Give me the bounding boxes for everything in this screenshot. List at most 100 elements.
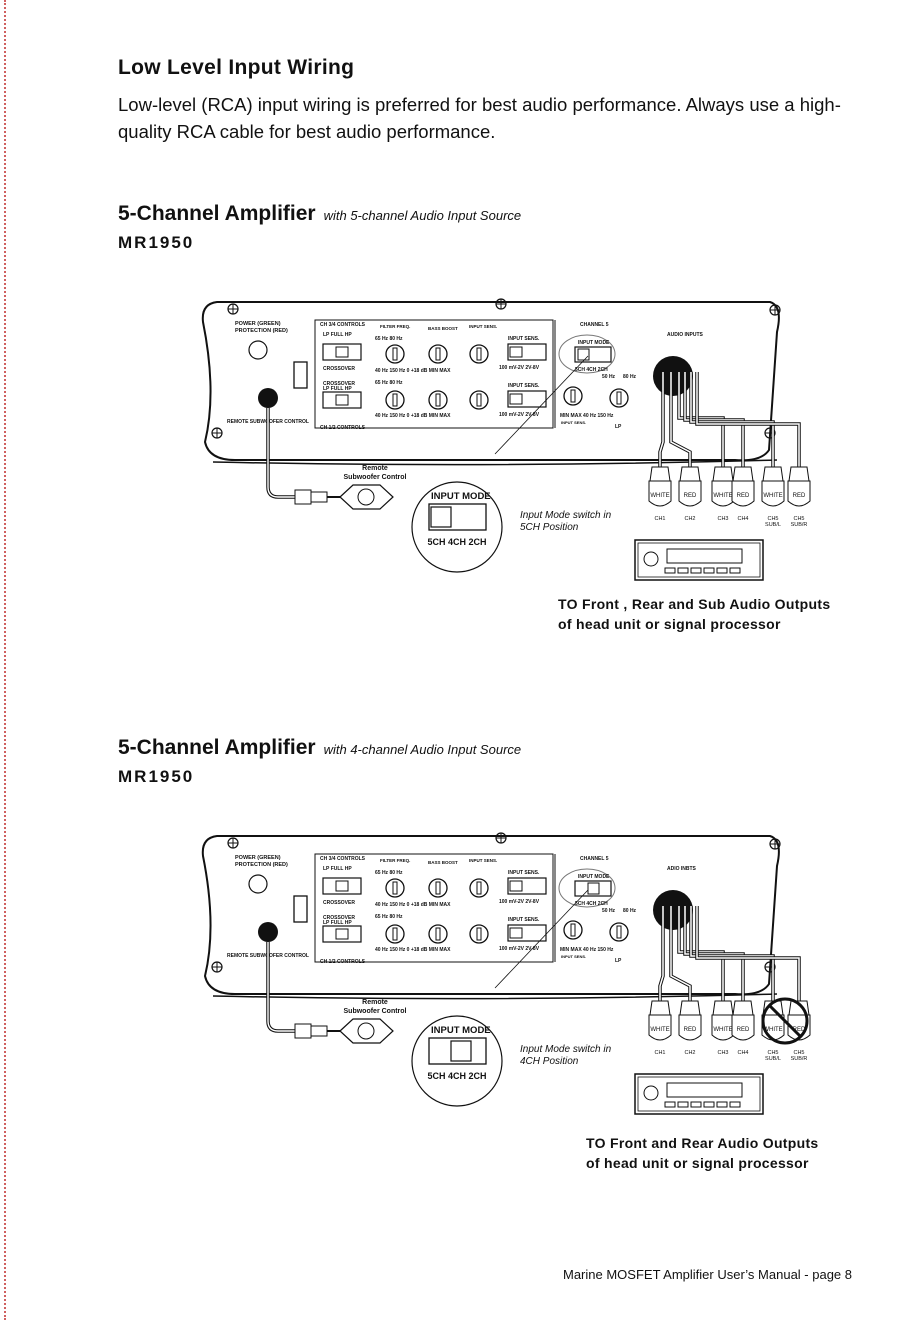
- page-footer: Marine MOSFET Amplifier User’s Manual - …: [563, 1267, 852, 1282]
- remote-knob: [357, 1022, 375, 1040]
- switch-note: 4CH Position: [520, 1056, 579, 1067]
- page-heading: Low Level Input Wiring: [118, 56, 355, 79]
- rca-plug-label: RED: [737, 1027, 750, 1033]
- fuse-slot: [293, 895, 308, 923]
- rca-plug-label: WHITE: [650, 493, 669, 499]
- crossover-label: CROSSOVER: [323, 366, 355, 372]
- knob-slot: [570, 923, 576, 937]
- crossover-label: CROSSOVER: [323, 915, 355, 921]
- rca-collar: [732, 466, 754, 482]
- head-unit-button: [677, 1101, 689, 1108]
- knob: [385, 344, 405, 364]
- fuse-slot: [293, 361, 308, 389]
- ch34-controls-label: CH 3/4 CONTROLS: [320, 856, 366, 862]
- crossover-positions: LP FULL HP: [323, 386, 352, 392]
- knob: [469, 878, 489, 898]
- rca-plug-label: WHITE: [713, 493, 732, 499]
- freq-label: 50 Hz: [602, 374, 616, 380]
- ch5-range-labels: MIN MAX 40 Hz 150 Hz: [560, 413, 614, 419]
- rca-cable-core: [659, 372, 664, 467]
- zoom-switch-knob: [450, 1040, 472, 1062]
- filter-freq-label: FILTER FREQ.: [380, 858, 410, 863]
- wiring-diagram-1: POWER (GREEN)PROTECTION (RED)REMOTE SUBW…: [201, 298, 811, 581]
- lp-label: LP: [615, 424, 622, 430]
- knob: [469, 344, 489, 364]
- head-unit-button: [716, 1101, 728, 1108]
- freq-range-labels: 65 Hz 80 Hz: [375, 914, 403, 920]
- knob-slot: [616, 925, 622, 939]
- knob-slot: [476, 393, 482, 407]
- section-1-model: MR1950: [118, 233, 195, 252]
- rca-cable-core: [696, 372, 800, 467]
- rca-collar: [712, 1000, 734, 1016]
- ch5-sens-label: INPUT SENS.: [561, 420, 586, 425]
- amplifier-body: [201, 301, 780, 462]
- crossover-positions: LP FULL HP: [323, 920, 352, 926]
- head-unit-display: [666, 548, 743, 564]
- rca-plug-label: WHITE: [713, 1027, 732, 1033]
- sub-control-label: Subwoofer Control: [344, 1008, 407, 1015]
- rca-plug: [761, 480, 785, 507]
- ch5-sens-label: INPUT SENS.: [561, 954, 586, 959]
- rca-collar: [788, 466, 810, 482]
- switch-note: Input Mode switch in: [520, 1044, 612, 1055]
- rca-channel-label: CH5: [793, 1050, 804, 1056]
- head-unit-button: [664, 567, 676, 574]
- input-mode-positions: 5CH 4CH 2CH: [575, 901, 608, 907]
- knob-slot: [476, 347, 482, 361]
- head-unit-button: [716, 567, 728, 574]
- input-mode-highlight: [558, 868, 616, 908]
- freq-range-labels: 65 Hz 80 Hz: [375, 870, 403, 876]
- audio-input-grommet: [653, 356, 693, 396]
- input-sens-switch-label: INPUT SENS.: [508, 917, 540, 923]
- power-led: [248, 340, 268, 360]
- knob-slot: [435, 881, 441, 895]
- rca-cable-core: [659, 906, 664, 1001]
- input-sens-label: INPUT SENS.: [469, 324, 497, 329]
- freq-label: 80 Hz: [623, 908, 637, 914]
- ch34-controls-label: CH 3/4 CONTROLS: [320, 322, 366, 328]
- channel5-label: CHANNEL 5: [580, 856, 609, 862]
- knob-slot: [435, 347, 441, 361]
- freq-label: 50 Hz: [602, 908, 616, 914]
- head-unit-knob: [643, 551, 659, 567]
- crossover-knob: [335, 346, 349, 358]
- crossover-positions: LP FULL HP: [323, 866, 352, 872]
- input-sens-switch-label: INPUT SENS.: [508, 870, 540, 876]
- ch12-controls-label: CH 1/2 CONTROLS: [320, 959, 366, 965]
- rca-cable-core: [684, 372, 744, 467]
- crossover-knob: [335, 880, 349, 892]
- knob-slot: [435, 927, 441, 941]
- remote-label: Remote: [362, 999, 388, 1006]
- head-unit-button: [677, 567, 689, 574]
- crossover-label: CROSSOVER: [323, 900, 355, 906]
- crossover-knob: [335, 394, 349, 406]
- rca-collar: [762, 466, 784, 482]
- rca-channel-label: CH4: [737, 1050, 748, 1056]
- knob-slot: [392, 927, 398, 941]
- rca-cable-core: [696, 906, 800, 1001]
- head-unit-button: [729, 567, 741, 574]
- rca-plug-label: RED: [793, 493, 806, 499]
- rca-cable-core: [678, 906, 724, 1001]
- crossover-positions: LP FULL HP: [323, 332, 352, 338]
- head-unit-display: [666, 1082, 743, 1098]
- rca-plug: [648, 480, 672, 507]
- sens-range-label: 100 mV-2V 2V-8V: [499, 365, 540, 371]
- controls-panel: [314, 319, 554, 429]
- knob: [428, 390, 448, 410]
- rca-plug-label: RED: [737, 493, 750, 499]
- zoom-leader: [494, 889, 589, 989]
- knob-slot: [392, 393, 398, 407]
- knob: [563, 386, 583, 406]
- remote-knob: [357, 488, 375, 506]
- rca-plug-label: RED: [793, 1027, 806, 1033]
- sub-control-label: Subwoofer Control: [344, 474, 407, 481]
- rca-channel-label: CH1: [654, 1050, 665, 1056]
- ch12-controls-label: CH 1/2 CONTROLS: [320, 425, 366, 431]
- rca-cable-core: [678, 372, 724, 467]
- rca-collar: [679, 1000, 701, 1016]
- bass-boost-label: BASS BOOST: [428, 860, 458, 865]
- remote-cable-core: [267, 408, 295, 498]
